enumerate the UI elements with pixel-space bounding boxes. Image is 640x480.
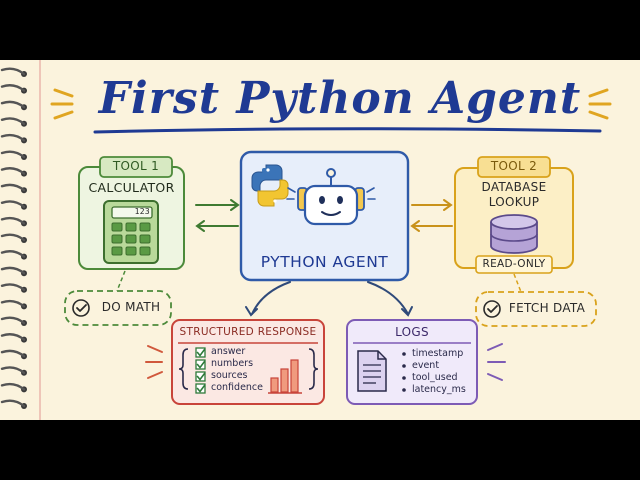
page-title: First Python Agent bbox=[98, 73, 582, 124]
calculator-key bbox=[111, 246, 123, 256]
tool1-connector bbox=[116, 270, 126, 292]
database-icon bbox=[490, 214, 538, 254]
tool2-connector bbox=[513, 273, 522, 293]
spiral-ring bbox=[0, 382, 26, 391]
bullet-dot bbox=[402, 376, 406, 380]
response-checkboxes bbox=[195, 347, 206, 394]
tool2-name-line1: DATABASE bbox=[481, 180, 547, 194]
tool1-name: CALCULATOR bbox=[88, 180, 175, 195]
calculator-key bbox=[125, 246, 137, 256]
spiral-ring bbox=[0, 167, 26, 175]
bullet-dot bbox=[402, 388, 406, 392]
spiral-ring bbox=[0, 150, 26, 159]
bullet-dot bbox=[402, 352, 406, 356]
python-logo-icon bbox=[251, 164, 289, 207]
checkbox-icon bbox=[195, 383, 206, 394]
response-item: numbers bbox=[211, 358, 254, 369]
calculator-icon bbox=[103, 200, 159, 264]
calculator-key bbox=[125, 234, 137, 244]
log-item: tool_used bbox=[412, 372, 458, 383]
notebook-page: First Python Agent TOOL 1 CALCULATOR 123… bbox=[0, 60, 640, 420]
response-item: confidence bbox=[211, 382, 264, 393]
checkbox-icon bbox=[195, 347, 206, 358]
logs-list: timestamp event tool_used latency_ms bbox=[412, 348, 466, 396]
log-item: event bbox=[412, 360, 440, 371]
spiral-ring bbox=[0, 283, 26, 291]
calculator-key bbox=[139, 234, 151, 244]
calculator-key bbox=[139, 246, 151, 256]
response-item: answer bbox=[211, 346, 246, 357]
tool1-arrows bbox=[195, 199, 240, 232]
agent-label: PYTHON AGENT bbox=[260, 253, 389, 271]
response-item: sources bbox=[211, 370, 248, 381]
tool2-tag-label: TOOL 2 bbox=[490, 159, 538, 173]
tool2-tag bbox=[477, 156, 551, 178]
tool2-name-line2: LOOKUP bbox=[488, 195, 540, 209]
spiral-ring bbox=[0, 266, 26, 275]
check-icon bbox=[483, 300, 501, 318]
spiral-ring bbox=[0, 399, 26, 408]
spiral-ring bbox=[0, 133, 26, 142]
calculator-display: 123 bbox=[134, 207, 150, 216]
check-mark bbox=[196, 348, 206, 357]
tool1-note-box bbox=[64, 290, 172, 326]
logs-bullets bbox=[402, 352, 406, 392]
response-list: answer numbers sources confidence bbox=[211, 346, 263, 394]
spiral-ring bbox=[0, 333, 26, 341]
calculator-key bbox=[125, 222, 137, 232]
output-arrows bbox=[245, 281, 413, 317]
tool2-note: FETCH DATA bbox=[508, 301, 586, 315]
calculator-key bbox=[111, 234, 123, 244]
right-brace bbox=[308, 348, 319, 390]
tool2-readonly-label: READ-ONLY bbox=[482, 258, 546, 270]
spiral-ring bbox=[0, 117, 26, 125]
bullet-dot bbox=[402, 364, 406, 368]
log-item: latency_ms bbox=[412, 384, 466, 395]
spiral-ring bbox=[0, 67, 26, 76]
tool2-arrows bbox=[410, 199, 453, 232]
title-accent-right bbox=[588, 88, 612, 120]
check-mark bbox=[196, 372, 206, 381]
spiral-ring bbox=[0, 349, 26, 358]
spiral-ring bbox=[0, 366, 26, 374]
calculator-key bbox=[139, 222, 151, 232]
document-icon bbox=[357, 350, 387, 392]
logs-title: LOGS bbox=[395, 325, 429, 339]
spiral-ring bbox=[0, 100, 26, 109]
spiral-ring bbox=[0, 250, 26, 258]
spiral-binding bbox=[0, 67, 27, 409]
checkbox-icon bbox=[195, 371, 206, 382]
bar-chart-icon bbox=[268, 359, 302, 394]
tool2-readonly-badge bbox=[475, 255, 553, 274]
spiral-ring bbox=[0, 183, 26, 192]
logs-accent bbox=[487, 343, 506, 381]
check-mark bbox=[196, 384, 206, 393]
response-accent bbox=[145, 345, 163, 379]
spiral-ring bbox=[0, 200, 26, 208]
tool1-note: DO MATH bbox=[101, 300, 161, 314]
spiral-ring bbox=[0, 316, 26, 325]
log-item: timestamp bbox=[412, 348, 464, 359]
checkbox-icon bbox=[195, 359, 206, 370]
title-underline bbox=[93, 127, 602, 134]
spiral-ring bbox=[0, 233, 26, 242]
spiral-ring bbox=[0, 216, 26, 225]
left-brace bbox=[178, 348, 189, 390]
diagram-canvas bbox=[0, 60, 612, 420]
response-title: STRUCTURED RESPONSE bbox=[179, 326, 317, 338]
check-mark bbox=[196, 360, 206, 369]
tool2-note-box bbox=[475, 291, 597, 327]
check-icon bbox=[72, 299, 90, 317]
robot-icon bbox=[286, 168, 376, 226]
spiral-ring bbox=[0, 84, 26, 92]
tool1-tag bbox=[99, 156, 173, 178]
spiral-ring bbox=[0, 299, 26, 308]
tool1-tag-label: TOOL 1 bbox=[112, 159, 160, 173]
calculator-key bbox=[111, 222, 123, 232]
title-accent-left bbox=[50, 88, 74, 120]
